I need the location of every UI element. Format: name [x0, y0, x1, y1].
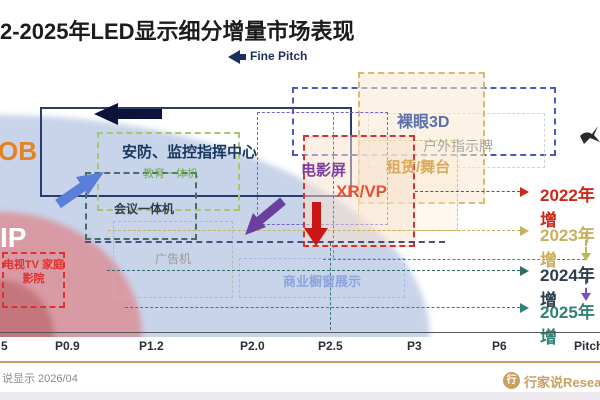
connector-2024-2025	[585, 279, 587, 293]
source-text: 说显示 2026/04	[2, 373, 78, 385]
year-2024-label: 2024年增	[540, 266, 595, 310]
southwest-purple-arrow-icon	[245, 197, 286, 235]
cinema-label: 电影屏	[301, 162, 347, 179]
footer-divider	[0, 361, 600, 363]
outdoor-sign-label: 户外指示牌	[423, 138, 493, 154]
connector-2024-2025-arrowhead-icon	[581, 293, 591, 301]
x-tick: P0.9	[55, 339, 80, 353]
security-left-arrow-icon	[94, 103, 162, 125]
x-tick: P1.2	[139, 339, 164, 353]
left-arrow-icon	[228, 50, 246, 64]
fine-pitch-label: Fine Pitch	[250, 49, 308, 63]
advertising-label: 广告机	[155, 252, 192, 266]
x-tick: 5	[1, 339, 8, 353]
year-2022-arrowhead-icon	[520, 187, 529, 197]
year-2025-line	[125, 307, 520, 308]
year-2023-arrowhead-icon	[520, 226, 529, 236]
xr-vp-label: XR/VP	[336, 182, 388, 201]
xr-vp-region-box	[303, 135, 415, 247]
year-2024-line	[107, 270, 520, 271]
tv-home-theater-label: 电视TV 家庭影院	[2, 259, 65, 285]
education-region-box	[97, 132, 240, 211]
x-tick: Pitch	[574, 339, 600, 353]
x-axis-line	[0, 332, 600, 333]
year-2023-label: 2023年增	[540, 226, 595, 270]
naked-eye-3d-label: 裸眼3D	[397, 114, 450, 131]
rental-stage-label: 租赁/舞台	[386, 159, 451, 176]
brand-logo-icon: 行	[503, 372, 520, 389]
down-red-arrow-icon	[304, 202, 328, 246]
bird-glyph-icon	[580, 126, 600, 144]
conference-region-box	[85, 172, 197, 240]
connector-2023-2024-arrowhead-icon	[581, 253, 591, 261]
bottom-strip	[0, 392, 600, 400]
navy-guide-line	[85, 241, 445, 243]
retail-window-region-box	[239, 258, 405, 298]
x-tick: P2.0	[240, 339, 265, 353]
x-tick: P2.5	[318, 339, 343, 353]
x-tick: P3	[407, 339, 422, 353]
year-2024-arrowhead-icon	[520, 266, 529, 276]
year-2025-arrowhead-icon	[520, 303, 529, 313]
education-label: 教育一体机	[143, 168, 198, 180]
brand-name: 行家说Research	[524, 375, 600, 390]
cob-layer-label: OB	[0, 136, 37, 166]
connector-2023-2024	[585, 233, 587, 253]
purple-guide-line	[323, 259, 585, 260]
x-tick: P6	[492, 339, 507, 353]
advertising-region-box	[113, 221, 233, 298]
tv-region-box	[2, 252, 65, 308]
mip-layer-label: IP	[0, 222, 27, 253]
purple-guide-line-2	[333, 112, 334, 258]
conference-label: 会议一体机	[114, 202, 175, 216]
year-2022-label: 2022年增	[540, 186, 595, 230]
northeast-blue-arrow-icon	[55, 172, 104, 209]
page-title: 2-2025年LED显示细分增量市场表现	[0, 19, 355, 44]
teal-guide-line	[330, 243, 331, 330]
security-label: 安防、监控指挥中心	[122, 144, 258, 161]
retail-window-label: 商业橱窗展示	[282, 274, 361, 289]
year-2022-line	[415, 191, 520, 192]
